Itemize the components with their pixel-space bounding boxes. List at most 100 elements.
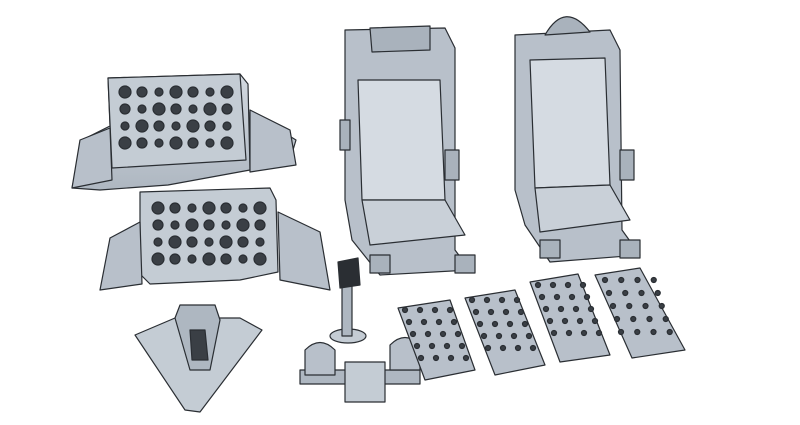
console-switch <box>662 315 669 323</box>
ejection-seat-left <box>339 25 476 276</box>
gauge-dial <box>151 252 165 266</box>
console-switch <box>514 344 522 352</box>
control-stick <box>329 257 367 344</box>
gauge-dial <box>153 237 163 247</box>
gauge-dial <box>137 104 147 114</box>
gauge-dial <box>171 121 181 131</box>
console-switch <box>450 318 458 326</box>
console-switch <box>498 296 506 304</box>
gauge-dial <box>118 136 132 150</box>
console-switch <box>568 293 576 301</box>
console-switch <box>564 281 572 289</box>
console-switch <box>513 296 521 304</box>
gauge-dial <box>254 219 266 231</box>
lower-instrument-panel <box>99 187 331 291</box>
upper-instrument-panel <box>71 73 297 191</box>
gauge-dial <box>119 103 131 115</box>
console-switch <box>435 318 443 326</box>
console-switch <box>561 317 569 325</box>
console-switch <box>491 320 499 328</box>
rudder-pedals <box>299 336 421 403</box>
gauge-dial <box>153 120 165 132</box>
console-switch <box>521 320 529 328</box>
gauge-dial <box>169 202 181 214</box>
gauge-dial <box>202 201 216 215</box>
console-switch <box>591 317 599 325</box>
gauge-dial <box>187 86 199 98</box>
gauge-dial <box>204 120 216 132</box>
gauge-dial <box>135 119 149 133</box>
console-switch <box>409 330 417 338</box>
gauge-dial <box>238 203 248 213</box>
gauge-dial <box>169 253 181 265</box>
gauge-dial <box>118 85 132 99</box>
console-switch <box>618 276 625 284</box>
console-switch <box>506 320 514 328</box>
ejection-seat-right <box>514 16 641 263</box>
console-switch <box>654 289 661 297</box>
console-switch <box>439 330 447 338</box>
gauge-dial <box>205 138 215 148</box>
console-switch <box>416 306 424 314</box>
gauge-dial <box>236 218 250 232</box>
gauge-dial <box>204 237 214 247</box>
gauge-dial <box>255 237 265 247</box>
console-switch <box>617 328 625 336</box>
gauge-dial <box>237 236 249 248</box>
gauge-dial <box>202 252 216 266</box>
console-switch <box>428 342 436 350</box>
gauge-dial <box>253 252 267 266</box>
gauge-dial <box>238 254 248 264</box>
gauge-dial <box>169 136 183 150</box>
console-switch <box>557 305 565 313</box>
console-switch <box>634 328 641 336</box>
gauge-dial <box>186 236 198 248</box>
console-switch <box>431 306 439 314</box>
console-switch <box>495 332 503 340</box>
gauge-dial <box>203 102 217 116</box>
console-switch <box>480 332 488 340</box>
console-switch <box>650 276 657 284</box>
gauge-dial <box>120 121 130 131</box>
gauge-dial <box>203 219 215 231</box>
console-switch <box>634 276 641 284</box>
panel-stand <box>134 304 263 413</box>
console-switch <box>546 317 554 325</box>
console-switch <box>483 296 491 304</box>
gauge-dial <box>220 202 232 214</box>
gauge-dial <box>170 220 180 230</box>
gauge-dial <box>221 220 231 230</box>
console-switch <box>538 293 546 301</box>
console-switch <box>658 302 665 310</box>
gauge-dial <box>136 137 148 149</box>
console-switch <box>666 328 673 336</box>
console-switch <box>517 308 525 316</box>
console-switch <box>476 320 484 328</box>
console-switch <box>572 305 580 313</box>
console-switch <box>650 328 657 336</box>
gauge-dial <box>220 253 232 265</box>
console-switch <box>622 289 629 297</box>
gauge-dial <box>219 235 233 249</box>
console-switch <box>458 342 466 350</box>
console-switch <box>405 318 413 326</box>
side-console-4 <box>594 267 686 359</box>
gauge-dial <box>151 201 165 215</box>
console-switch <box>587 305 595 313</box>
console-switch <box>420 318 428 326</box>
gauge-dial <box>188 104 198 114</box>
gauge-dial <box>136 86 148 98</box>
gauge-dial <box>170 103 182 115</box>
console-switch <box>443 342 451 350</box>
gauge-dial <box>222 121 232 131</box>
console-switch <box>502 308 510 316</box>
console-switch <box>646 315 653 323</box>
console-switch <box>510 332 518 340</box>
console-switch <box>468 296 476 304</box>
gauge-dial <box>205 87 215 97</box>
side-console-3 <box>529 273 611 363</box>
console-switch <box>529 344 537 352</box>
gauge-dial <box>187 137 199 149</box>
